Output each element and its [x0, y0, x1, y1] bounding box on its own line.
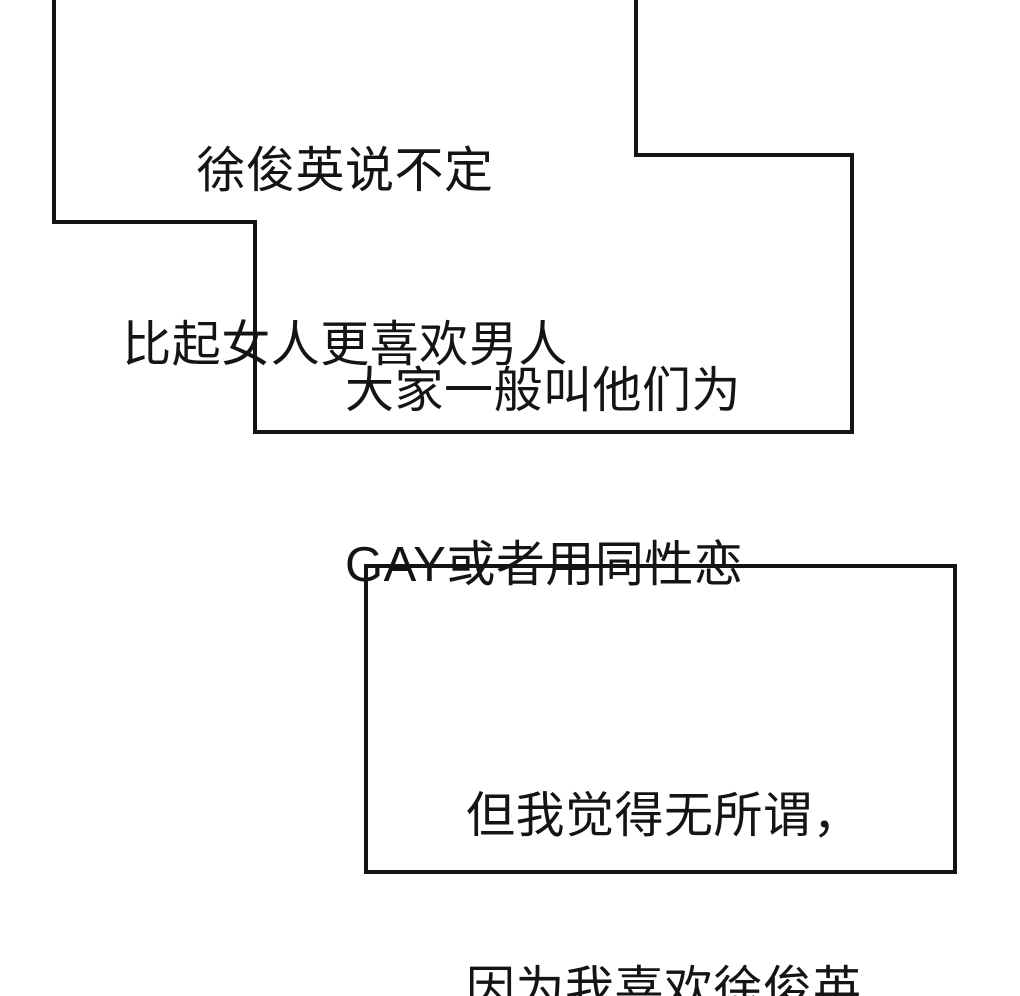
dialogue-line: 徐俊英说不定 [196, 144, 494, 198]
dialogue-panel-3: 但我觉得无所谓， 因为我喜欢徐俊英 [466, 671, 946, 996]
dialogue-line: GAY或者用同性恋 [345, 538, 744, 592]
dialogue-line: 比起女人更喜欢男人 [122, 318, 568, 372]
dialogue-panel-2: 大家一般叫他们为 GAY或者用同性恋 [345, 246, 845, 710]
dialogue-panel-1: 徐俊英说不定 比起女人更喜欢男人 [54, 26, 636, 490]
dialogue-line: 大家一般叫他们为 [345, 364, 742, 418]
dialogue-line: 因为我喜欢徐俊英 [466, 963, 863, 996]
dialogue-line: 但我觉得无所谓， [466, 789, 863, 843]
